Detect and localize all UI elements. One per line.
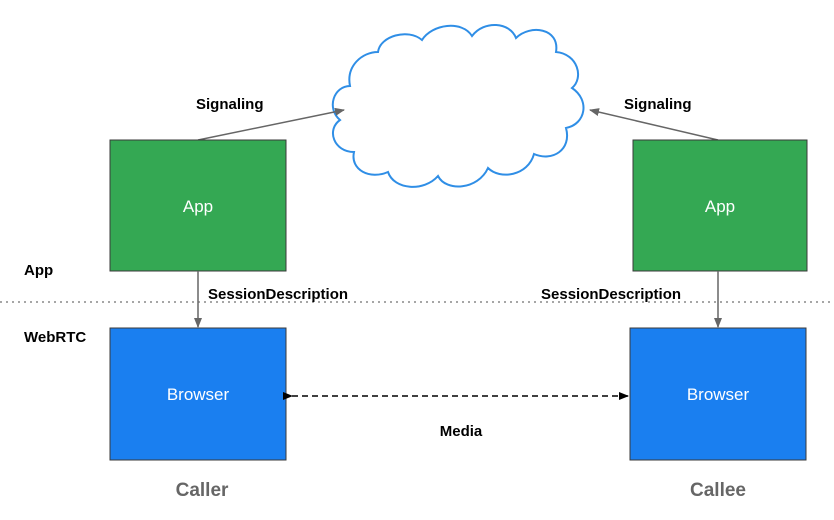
signaling-cloud [331,24,585,188]
caller-app-label: App [183,197,213,216]
caller-signaling-arrow [197,107,345,141]
caller-signaling-label: Signaling [196,96,264,113]
caller-app-box [109,139,287,272]
callee-app-box [632,139,808,272]
callee-browser-label: Browser [687,385,750,404]
caller-session-label: SessionDescription [208,286,348,303]
callee-session-label: SessionDescription [541,286,681,303]
caller-browser-label: Browser [167,385,230,404]
callee-role-label: Callee [690,480,746,501]
callee-signaling-label: Signaling [624,96,692,113]
media-label: Media [440,423,483,440]
caller-browser-box [109,327,287,461]
webrtc-layer-label: WebRTC [24,329,86,346]
caller-role-label: Caller [176,480,229,501]
callee-app-label: App [705,197,735,216]
callee-signaling-arrow [589,108,719,141]
callee-browser-box [629,327,807,461]
app-layer-label: App [24,262,53,279]
